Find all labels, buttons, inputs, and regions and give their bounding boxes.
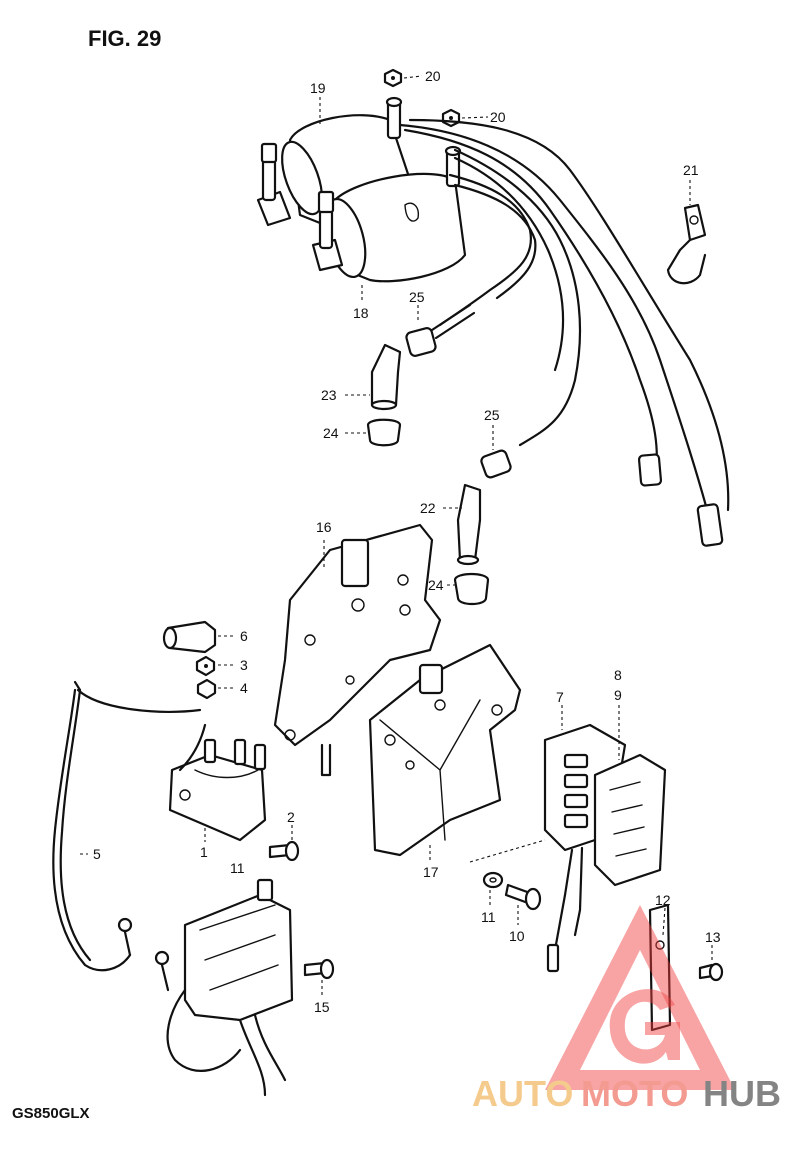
callout-18: 18 bbox=[353, 305, 369, 321]
callout-6: 6 bbox=[240, 628, 248, 644]
callout-20-upper: 20 bbox=[425, 68, 441, 84]
spark-plug-cap-23 bbox=[370, 343, 402, 411]
callout-19: 19 bbox=[310, 80, 326, 96]
callout-17: 17 bbox=[423, 864, 439, 880]
callout-11-left: 11 bbox=[230, 860, 245, 876]
callout-4: 4 bbox=[240, 680, 248, 696]
callout-25-upper: 25 bbox=[409, 289, 425, 305]
starter-relay-1 bbox=[168, 738, 267, 842]
callout-22: 22 bbox=[420, 500, 436, 516]
logo-g-mark bbox=[609, 989, 680, 1064]
boot-25-lower bbox=[480, 449, 512, 479]
logo-text-auto: AUTO bbox=[472, 1073, 573, 1114]
bolt-15 bbox=[303, 958, 335, 980]
logo-triangle bbox=[545, 905, 735, 1090]
callout-12: 12 bbox=[655, 892, 671, 908]
callout-16: 16 bbox=[316, 519, 332, 535]
rectifier-unit bbox=[154, 878, 294, 1097]
bolt-10 bbox=[504, 883, 542, 911]
callout-numbers: 19 20 20 21 18 25 23 24 25 22 24 16 6 3 … bbox=[93, 68, 721, 1015]
fuse-box-cover-9 bbox=[593, 753, 667, 887]
screw-13 bbox=[698, 962, 724, 982]
nut-20-lower bbox=[441, 108, 461, 128]
callout-11-right: 11 bbox=[481, 909, 496, 925]
callout-1: 1 bbox=[200, 844, 208, 860]
washer-11 bbox=[482, 871, 504, 889]
callout-2: 2 bbox=[287, 809, 295, 825]
callout-7: 7 bbox=[556, 689, 564, 705]
spark-plug-cap-22 bbox=[456, 483, 482, 566]
callout-15: 15 bbox=[314, 999, 330, 1015]
logo-text-moto: MOTO bbox=[581, 1073, 688, 1114]
bracket-17 bbox=[368, 643, 522, 857]
callout-13: 13 bbox=[705, 929, 721, 945]
callout-3: 3 bbox=[240, 657, 248, 673]
bracket-16 bbox=[273, 523, 442, 777]
callout-20-lower: 20 bbox=[490, 109, 506, 125]
seal-24-upper bbox=[366, 418, 402, 447]
nut-20-upper bbox=[383, 68, 403, 88]
leader-lines bbox=[80, 75, 713, 995]
figure-label: FIG. 29 bbox=[88, 26, 161, 51]
callout-25-lower: 25 bbox=[484, 407, 500, 423]
callout-8: 8 bbox=[614, 667, 622, 683]
callout-23: 23 bbox=[321, 387, 337, 403]
cable-clamp-21 bbox=[666, 203, 707, 285]
nut-3 bbox=[195, 655, 216, 677]
callout-24-lower: 24 bbox=[428, 577, 444, 593]
logo-text-hub: HUB bbox=[703, 1073, 781, 1114]
bracket-12 bbox=[648, 903, 672, 1032]
seal-24-lower bbox=[453, 572, 490, 606]
automotohub-logo: AUTO MOTO HUB bbox=[472, 905, 781, 1114]
callout-10: 10 bbox=[509, 928, 525, 944]
callout-9: 9 bbox=[614, 687, 622, 703]
boot-25-upper bbox=[405, 303, 476, 357]
ignition-coil-18 bbox=[311, 145, 467, 283]
callout-21: 21 bbox=[683, 162, 699, 178]
bolt-2 bbox=[268, 840, 300, 862]
ignition-cables bbox=[398, 118, 730, 547]
battery-wire-5 bbox=[52, 680, 207, 972]
callout-24-upper: 24 bbox=[323, 425, 339, 441]
washer-4 bbox=[196, 678, 217, 700]
terminal-cap-6 bbox=[162, 620, 217, 654]
callout-5: 5 bbox=[93, 846, 101, 862]
model-code: GS850GLX bbox=[12, 1105, 90, 1122]
